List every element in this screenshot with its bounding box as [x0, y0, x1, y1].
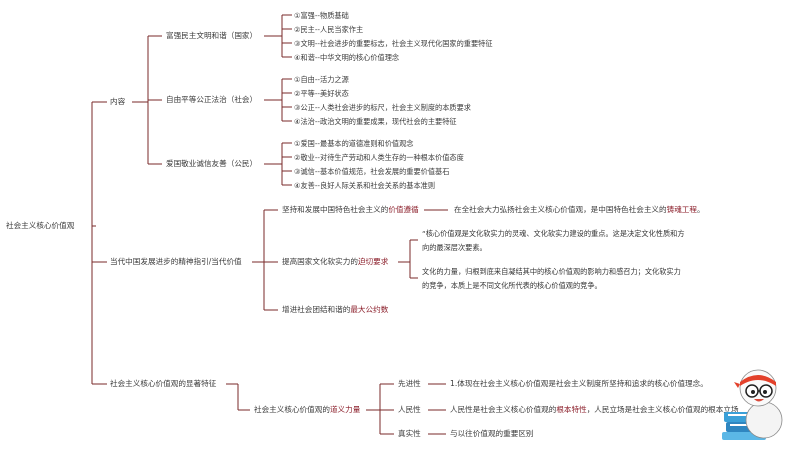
connector-root	[91, 101, 107, 385]
guide-item-value-detail: 在全社会大力弘扬社会主义核心价值观，是中国特色社会主义的铸魂工程。	[454, 205, 705, 214]
item-national-4: ④和谐--中华文明的核心价值理念	[294, 53, 400, 62]
connector-content	[132, 35, 162, 165]
traits-moral-power: 社会主义核心价值观的道义力量	[254, 405, 361, 414]
connector-traits	[226, 383, 250, 411]
item-social-4: ④法治--政治文明的重要成果，现代社会的主要特征	[294, 117, 457, 126]
item-social-3: ③公正--人类社会进步的标尺，社会主义制度的本质要求	[294, 103, 471, 112]
connector-group2	[264, 78, 292, 122]
guide-softpower-quote: “核心价值观是文化软实力的灵魂、文化软实力建设的重点。这是决定文化性质和方向的最…	[422, 229, 685, 252]
branch-content: 内容	[110, 97, 126, 106]
item-national-2: ②民主--人民当家作主	[294, 25, 364, 34]
guide-item-value: 坚持和发展中国特色社会主义的价值遵循	[282, 205, 419, 214]
item-social-1: ①自由--活力之源	[294, 75, 349, 84]
branch-guide: 当代中国发展进步的精神指引/当代价值	[110, 257, 242, 266]
item-national-1: ①富强--物质基础	[294, 11, 349, 20]
item-citizen-3: ③诚信--基本价值规范，社会发展的重要价值基石	[294, 167, 450, 176]
trait-people-text: 人民性是社会主义核心价值观的根本特性，人民立场是社会主义核心价值观的根本立场	[450, 405, 739, 414]
guide-item-unity: 增进社会团结和谐的最大公约数	[282, 305, 389, 314]
connector-traits-sub	[366, 383, 394, 435]
connector-guide-2	[398, 239, 418, 279]
connector-guide	[252, 209, 278, 311]
trait-advanced-text: 1.体现在社会主义核心价值观是社会主义制度所坚持和追求的核心价值理念。	[450, 379, 708, 388]
guide-item-softpower: 提高国家文化软实力的迫切要求	[282, 257, 389, 266]
group-national: 富强民主文明和谐（国家）	[166, 31, 258, 40]
mascot-student-icon	[722, 369, 783, 440]
trait-advanced-label: 先进性	[398, 379, 421, 388]
branch-traits: 社会主义核心价值观的显著特征	[110, 379, 217, 388]
item-citizen-1: ①爱国--最基本的道德准则和价值观念	[294, 139, 414, 148]
connector-group1	[264, 14, 292, 58]
item-citizen-2: ②敬业--对待生产劳动和人类生存的一种根本价值态度	[294, 153, 464, 162]
item-citizen-4: ④友善--良好人际关系和社会关系的基本准则	[294, 181, 436, 190]
connector-group3	[264, 142, 292, 186]
trait-truth-text: 与以往价值观的重要区别	[450, 429, 534, 438]
trait-people-label: 人民性	[398, 405, 421, 414]
item-national-3: ③文明--社会进步的重要标志，社会主义现代化国家的重要特征	[294, 39, 493, 48]
trait-truth-label: 真实性	[398, 429, 421, 438]
item-social-2: ②平等--美好状态	[294, 89, 349, 98]
guide-softpower-paragraph: 文化的力量，归根到底来自凝结其中的核心价值观的影响力和感召力；文化软实力的竞争，…	[422, 267, 681, 290]
group-social: 自由平等公正法治（社会）	[166, 95, 258, 104]
group-citizen: 爱国敬业诚信友善（公民）	[166, 159, 258, 168]
root-node: 社会主义核心价值观	[6, 221, 75, 230]
